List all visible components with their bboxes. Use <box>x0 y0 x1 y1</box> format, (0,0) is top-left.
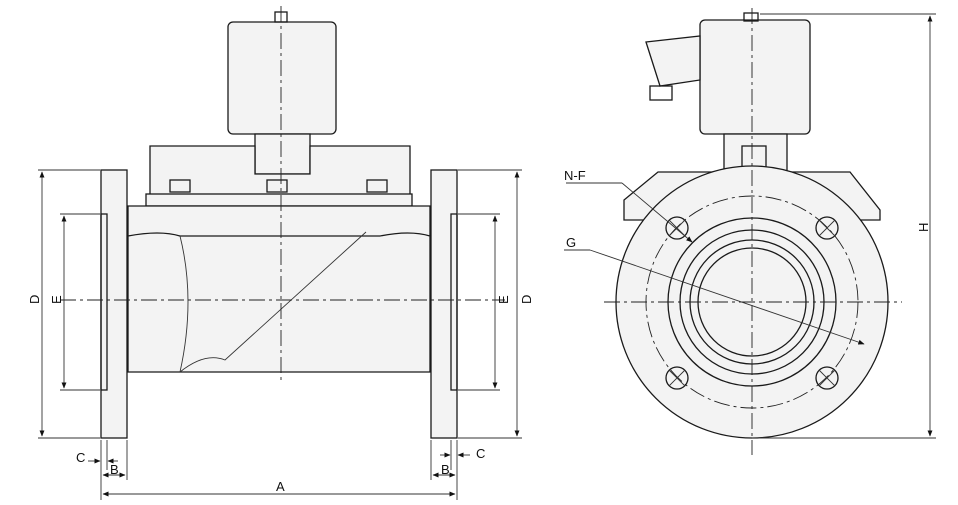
label-G: G <box>566 235 576 250</box>
bolt-left <box>169 179 191 193</box>
dim-E-right: E <box>496 295 511 304</box>
connector-cable <box>649 85 673 101</box>
internal-curve <box>179 235 189 373</box>
left-flange-face <box>100 213 108 391</box>
dim-D-left: D <box>27 295 42 304</box>
side-view <box>604 8 902 455</box>
dim-H: H <box>916 223 931 232</box>
armature-tube <box>254 133 311 175</box>
dim-E-left: E <box>49 295 64 304</box>
bolt-hole-top-left <box>665 216 689 240</box>
bolt-right <box>366 179 388 193</box>
bolt-center <box>266 179 288 193</box>
front-view <box>60 6 505 439</box>
bolt-hole-bottom-left <box>665 366 689 390</box>
dim-C-right: C <box>476 446 485 461</box>
dim-B-right: B <box>441 462 450 477</box>
right-flange <box>430 169 458 439</box>
bolt-hole-bottom-right <box>815 366 839 390</box>
internal-seat <box>179 231 367 373</box>
cover-plate <box>145 193 413 207</box>
bolt-hole-top-right <box>815 216 839 240</box>
side-coil-nut <box>743 12 759 22</box>
side-dimensions: H N-F G <box>564 13 936 439</box>
label-NF: N-F <box>564 168 586 183</box>
right-flange-face <box>450 213 458 391</box>
side-coil <box>699 19 811 135</box>
connector-plug <box>645 35 701 87</box>
dim-B-left: B <box>110 462 119 477</box>
left-flange <box>100 169 128 439</box>
dim-C-left: C <box>76 450 85 465</box>
front-dimensions: D E D E A B C B C <box>27 169 534 500</box>
dim-D-right: D <box>519 295 534 304</box>
coil <box>227 21 337 135</box>
dim-A: A <box>276 479 285 494</box>
valve-body <box>127 232 431 373</box>
